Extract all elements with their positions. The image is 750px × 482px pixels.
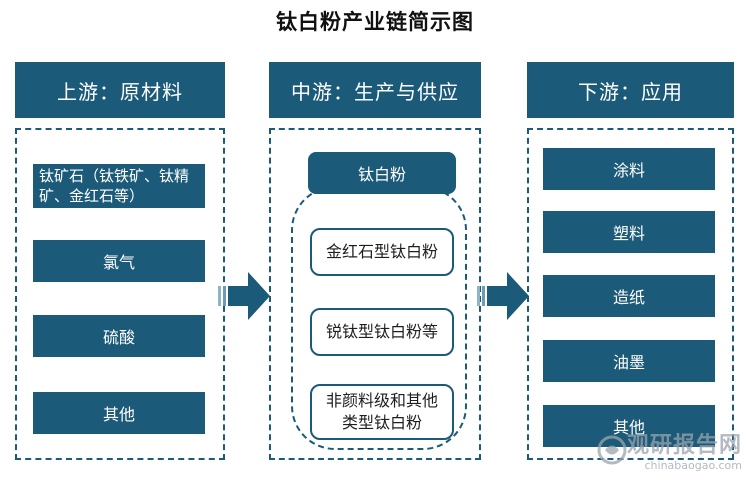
midstream-item-non-pigment: 非颜料级和其他类型钛白粉 (310, 384, 454, 440)
upstream-item-other: 其他 (33, 392, 205, 434)
diagram-title: 钛白粉产业链简示图 (276, 9, 474, 34)
downstream-item-other: 其他 (543, 405, 715, 447)
downstream-item-coatings: 涂料 (543, 148, 715, 190)
flow-arrow-icon (477, 272, 529, 320)
downstream-item-plastics: 塑料 (543, 211, 715, 253)
downstream-item-paper: 造纸 (543, 275, 715, 317)
upstream-item-sulfuric-acid: 硫酸 (33, 315, 205, 357)
flow-arrow-icon (218, 272, 270, 320)
midstream-header: 中游：生产与供应 (269, 62, 485, 122)
watermark-brand: 观研报告网 (626, 433, 742, 458)
midstream-item-anatase: 锐钛型钛白粉等 (310, 308, 454, 356)
upstream-item-chlorine: 氯气 (33, 240, 205, 282)
upstream-header: 上游：原材料 (15, 62, 229, 122)
watermark-url: chinabaogao.com (644, 459, 743, 472)
downstream-item-ink: 油墨 (543, 340, 715, 382)
downstream-header: 下游：应用 (527, 62, 738, 122)
midstream-item-rutile: 金红石型钛白粉 (310, 228, 454, 276)
midstream-product-tag: 钛白粉 (308, 152, 456, 194)
watermark: 观研报告网 chinabaogao.com (597, 427, 742, 472)
upstream-item-titanium-ore: 钛矿石（钛铁矿、钛精矿、金红石等） (33, 164, 205, 208)
downstream-panel (527, 128, 734, 460)
watermark-logo-icon (597, 435, 627, 464)
